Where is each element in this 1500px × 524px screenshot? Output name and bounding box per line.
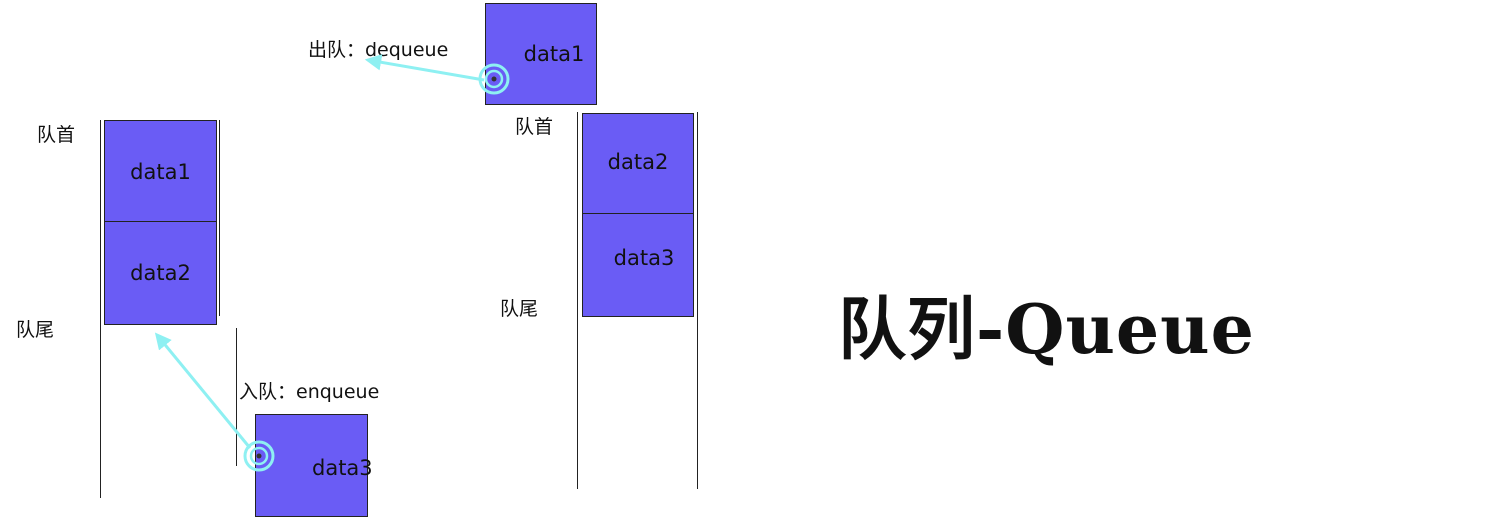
enqueue-divider-line [236,328,237,466]
right-queue-tail-label: 队尾 [500,298,539,320]
diagram-title: 队列-Queue [838,290,1255,370]
left-queue-right-wall [219,120,220,316]
right-queue-item-data2[interactable]: data2 [582,113,694,215]
left-queue-item-data2[interactable]: data2 [104,221,217,325]
dequeue-label: 出队：dequeue [308,39,449,61]
enqueue-item-data3[interactable]: data3 [255,414,373,517]
right-queue-head-label: 队首 [515,116,554,138]
left-queue-left-wall [100,120,101,498]
enqueue-label: 入队：enqueue [239,381,380,403]
left-queue-tail-label: 队尾 [16,319,55,341]
right-queue-left-wall [577,112,578,489]
right-queue-right-wall [697,112,698,489]
left-queue-head-label: 队首 [37,124,76,146]
dequeue-arrow [364,54,485,82]
dequeue-item-data1[interactable]: data1 [485,3,597,105]
left-queue-item-data1[interactable]: data1 [104,120,217,223]
right-queue-item-data3[interactable]: data3 [582,213,694,317]
